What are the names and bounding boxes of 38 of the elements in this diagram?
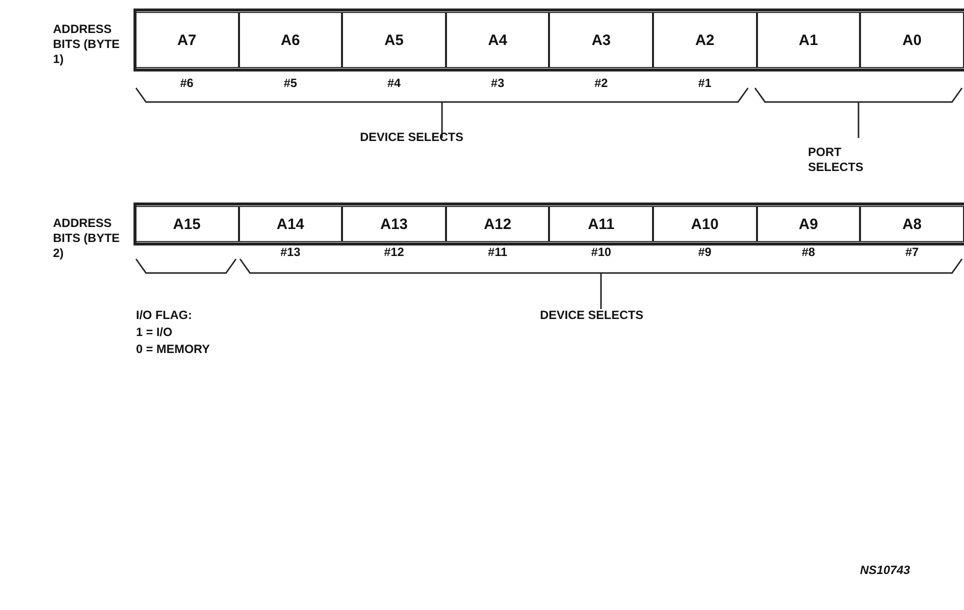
bit-number: #1 — [697, 76, 712, 90]
bit-number: #2 — [594, 76, 609, 90]
bit-cell: A11 — [549, 206, 653, 242]
bit-number: #12 — [382, 245, 406, 259]
bit-cell: A8 — [860, 206, 964, 242]
bit-number: #9 — [697, 245, 712, 259]
field-label: ADDRESS BITS (BYTE 1) — [53, 22, 121, 67]
bit-cell: A10 — [653, 206, 757, 242]
bit-cell: A9 — [756, 206, 860, 242]
bit-number: #6 — [179, 76, 194, 90]
bit-cell: A15 — [135, 206, 239, 242]
bit-number: #13 — [279, 245, 302, 259]
bit-number: #4 — [386, 76, 402, 90]
bit-cell: A5 — [342, 12, 446, 68]
group-label: 0 = MEMORY — [136, 342, 210, 357]
bit-number: #5 — [282, 76, 298, 90]
bit-cell: A0 — [860, 12, 964, 68]
bit-cell: A1 — [756, 12, 860, 68]
group-label: DEVICE SELECTS — [540, 308, 644, 323]
group-label: 1 = I/O — [136, 325, 172, 340]
bit-number: #10 — [590, 245, 612, 259]
group-label: PORT SELECTS — [808, 145, 864, 175]
bit-cell: A6 — [238, 12, 342, 68]
bit-cell: A3 — [549, 12, 653, 68]
bit-cell: A7 — [135, 12, 239, 68]
bit-cell: A12 — [446, 206, 550, 242]
bit-number: #3 — [490, 76, 506, 90]
field-label: ADDRESS BITS (BYTE 2) — [53, 216, 121, 261]
bit-number: #8 — [800, 245, 816, 259]
bit-cell: A2 — [653, 12, 757, 68]
bit-number: #11 — [486, 245, 508, 259]
bit-number: #7 — [904, 245, 920, 259]
figure-number: NS10743 — [860, 563, 910, 578]
bit-cell: A4 — [446, 12, 550, 68]
bit-cell: A14 — [238, 206, 342, 242]
group-label: I/O FLAG: — [136, 308, 192, 323]
group-label: DEVICE SELECTS — [360, 130, 464, 145]
bit-cell: A13 — [342, 206, 446, 242]
